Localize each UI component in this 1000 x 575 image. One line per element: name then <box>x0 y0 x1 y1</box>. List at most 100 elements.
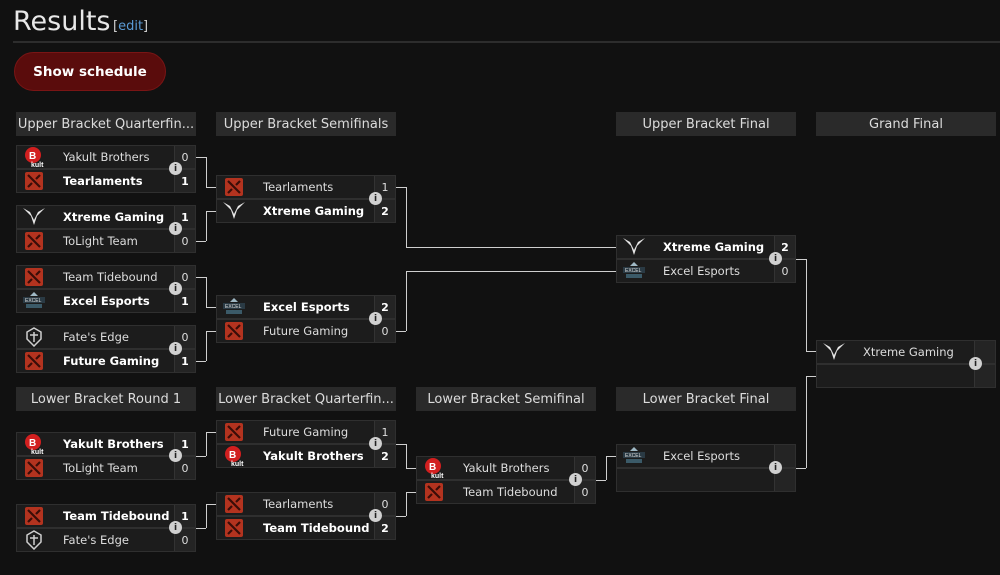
match-lb-final: EXCEL Excel Esports i <box>616 444 796 492</box>
excel-esports-logo-icon: EXCEL <box>17 290 51 312</box>
team-slot[interactable]: EXCEL Excel Esports <box>616 444 796 468</box>
xtreme-gaming-logo-icon <box>817 341 851 363</box>
fates-edge-logo-icon <box>17 326 51 348</box>
fates-edge-logo-icon <box>17 529 51 551</box>
round-header-upper-final: Upper Bracket Final <box>616 112 796 136</box>
xtreme-gaming-logo-icon <box>217 200 251 222</box>
team-score: 1 <box>174 170 195 192</box>
dota-logo-icon <box>17 230 51 252</box>
team-name: Team Tidebound <box>63 270 158 284</box>
show-schedule-button[interactable]: Show schedule <box>14 52 166 91</box>
match-info-icon[interactable]: i <box>569 473 582 486</box>
match-info-icon[interactable]: i <box>169 521 182 534</box>
match-info-icon[interactable]: i <box>969 357 982 370</box>
team-slot[interactable]: EXCEL Excel Esports 1 <box>16 289 196 313</box>
match-info-icon[interactable]: i <box>169 282 182 295</box>
match-info-icon[interactable]: i <box>369 312 382 325</box>
team-slot[interactable]: Future Gaming 0 <box>216 319 396 343</box>
team-slot[interactable]: EXCEL Excel Esports 2 <box>216 295 396 319</box>
team-slot[interactable]: Team Tidebound 0 <box>416 480 596 504</box>
edit-link[interactable]: edit <box>118 19 144 34</box>
round-header-grand-final: Grand Final <box>816 112 996 136</box>
edit-link-wrapper: [edit] <box>113 19 148 34</box>
team-name: ToLight Team <box>63 461 138 475</box>
team-slot[interactable]: Tearlaments 0 <box>216 492 396 516</box>
team-slot[interactable]: Xtreme Gaming 1 <box>16 205 196 229</box>
team-score: 1 <box>174 290 195 312</box>
match-lbqf-2: Tearlaments 0 Team Tidebound 2 i <box>216 492 396 540</box>
team-slot[interactable] <box>616 468 796 492</box>
team-slot[interactable] <box>816 364 996 388</box>
team-slot[interactable]: Fate's Edge 0 <box>16 325 196 349</box>
empty-logo <box>617 469 651 491</box>
match-ubqf-3: Team Tidebound 0 EXCEL Excel Esports 1 i <box>16 265 196 313</box>
team-slot[interactable]: Team Tidebound 1 <box>16 504 196 528</box>
team-score: 2 <box>374 200 395 222</box>
svg-text:kult: kult <box>31 449 44 455</box>
excel-esports-logo-icon: EXCEL <box>617 445 651 467</box>
team-name: Xtreme Gaming <box>263 204 365 218</box>
team-name: Xtreme Gaming <box>663 240 765 254</box>
excel-esports-logo-icon: EXCEL <box>217 296 251 318</box>
team-name: Future Gaming <box>263 324 349 338</box>
team-slot[interactable]: Tearlaments 1 <box>216 175 396 199</box>
match-info-icon[interactable]: i <box>169 449 182 462</box>
match-info-icon[interactable]: i <box>169 342 182 355</box>
team-name: Excel Esports <box>263 300 350 314</box>
team-slot[interactable]: Fate's Edge 0 <box>16 528 196 552</box>
team-score: 0 <box>174 529 195 551</box>
team-score: 2 <box>374 517 395 539</box>
team-score <box>774 469 795 491</box>
team-score: 0 <box>574 481 595 503</box>
svg-text:B: B <box>29 151 36 162</box>
match-info-icon[interactable]: i <box>769 252 782 265</box>
svg-text:EXCEL: EXCEL <box>25 298 42 304</box>
team-name: Yakult Brothers <box>263 449 364 463</box>
team-name: Tearlaments <box>63 174 143 188</box>
team-slot[interactable]: Xtreme Gaming <box>816 340 996 364</box>
team-score <box>974 365 995 387</box>
svg-text:EXCEL: EXCEL <box>225 304 242 310</box>
match-info-icon[interactable]: i <box>369 509 382 522</box>
svg-text:B: B <box>229 450 236 461</box>
team-slot[interactable]: ToLight Team 0 <box>16 229 196 253</box>
svg-text:EXCEL: EXCEL <box>625 268 642 274</box>
match-lbr1-2: Team Tidebound 1 Fate's Edge 0 i <box>16 504 196 552</box>
team-name: Yakult Brothers <box>63 437 164 451</box>
dota-logo-icon <box>17 350 51 372</box>
match-info-icon[interactable]: i <box>369 437 382 450</box>
team-name: Fate's Edge <box>63 533 129 547</box>
team-name: Fate's Edge <box>63 330 129 344</box>
team-name: Tearlaments <box>263 180 334 194</box>
team-slot[interactable]: Team Tidebound 0 <box>16 265 196 289</box>
team-slot[interactable]: ToLight Team 0 <box>16 456 196 480</box>
match-info-icon[interactable]: i <box>369 192 382 205</box>
team-name: Excel Esports <box>663 264 740 278</box>
round-header-upper-quarterfinals: Upper Bracket Quarterfin... <box>16 112 196 136</box>
team-name: ToLight Team <box>63 234 138 248</box>
xtreme-gaming-logo-icon <box>17 206 51 228</box>
match-info-icon[interactable]: i <box>169 162 182 175</box>
match-ubqf-4: Fate's Edge 0 Future Gaming 1 i <box>16 325 196 373</box>
team-slot[interactable]: Team Tidebound 2 <box>216 516 396 540</box>
edit-bracket-close: ] <box>143 19 149 34</box>
team-score: 0 <box>174 230 195 252</box>
team-slot[interactable]: Tearlaments 1 <box>16 169 196 193</box>
team-name: Future Gaming <box>63 354 160 368</box>
round-header-upper-semifinals: Upper Bracket Semifinals <box>216 112 396 136</box>
match-info-icon[interactable]: i <box>769 461 782 474</box>
round-header-lower-round-1: Lower Bracket Round 1 <box>16 387 196 411</box>
match-info-icon[interactable]: i <box>169 222 182 235</box>
team-slot[interactable]: Future Gaming 1 <box>16 349 196 373</box>
team-name: Future Gaming <box>263 425 349 439</box>
dota-logo-icon <box>417 481 451 503</box>
team-slot[interactable]: EXCEL Excel Esports 0 <box>616 259 796 283</box>
team-slot[interactable]: Future Gaming 1 <box>216 420 396 444</box>
team-slot[interactable]: Xtreme Gaming 2 <box>216 199 396 223</box>
